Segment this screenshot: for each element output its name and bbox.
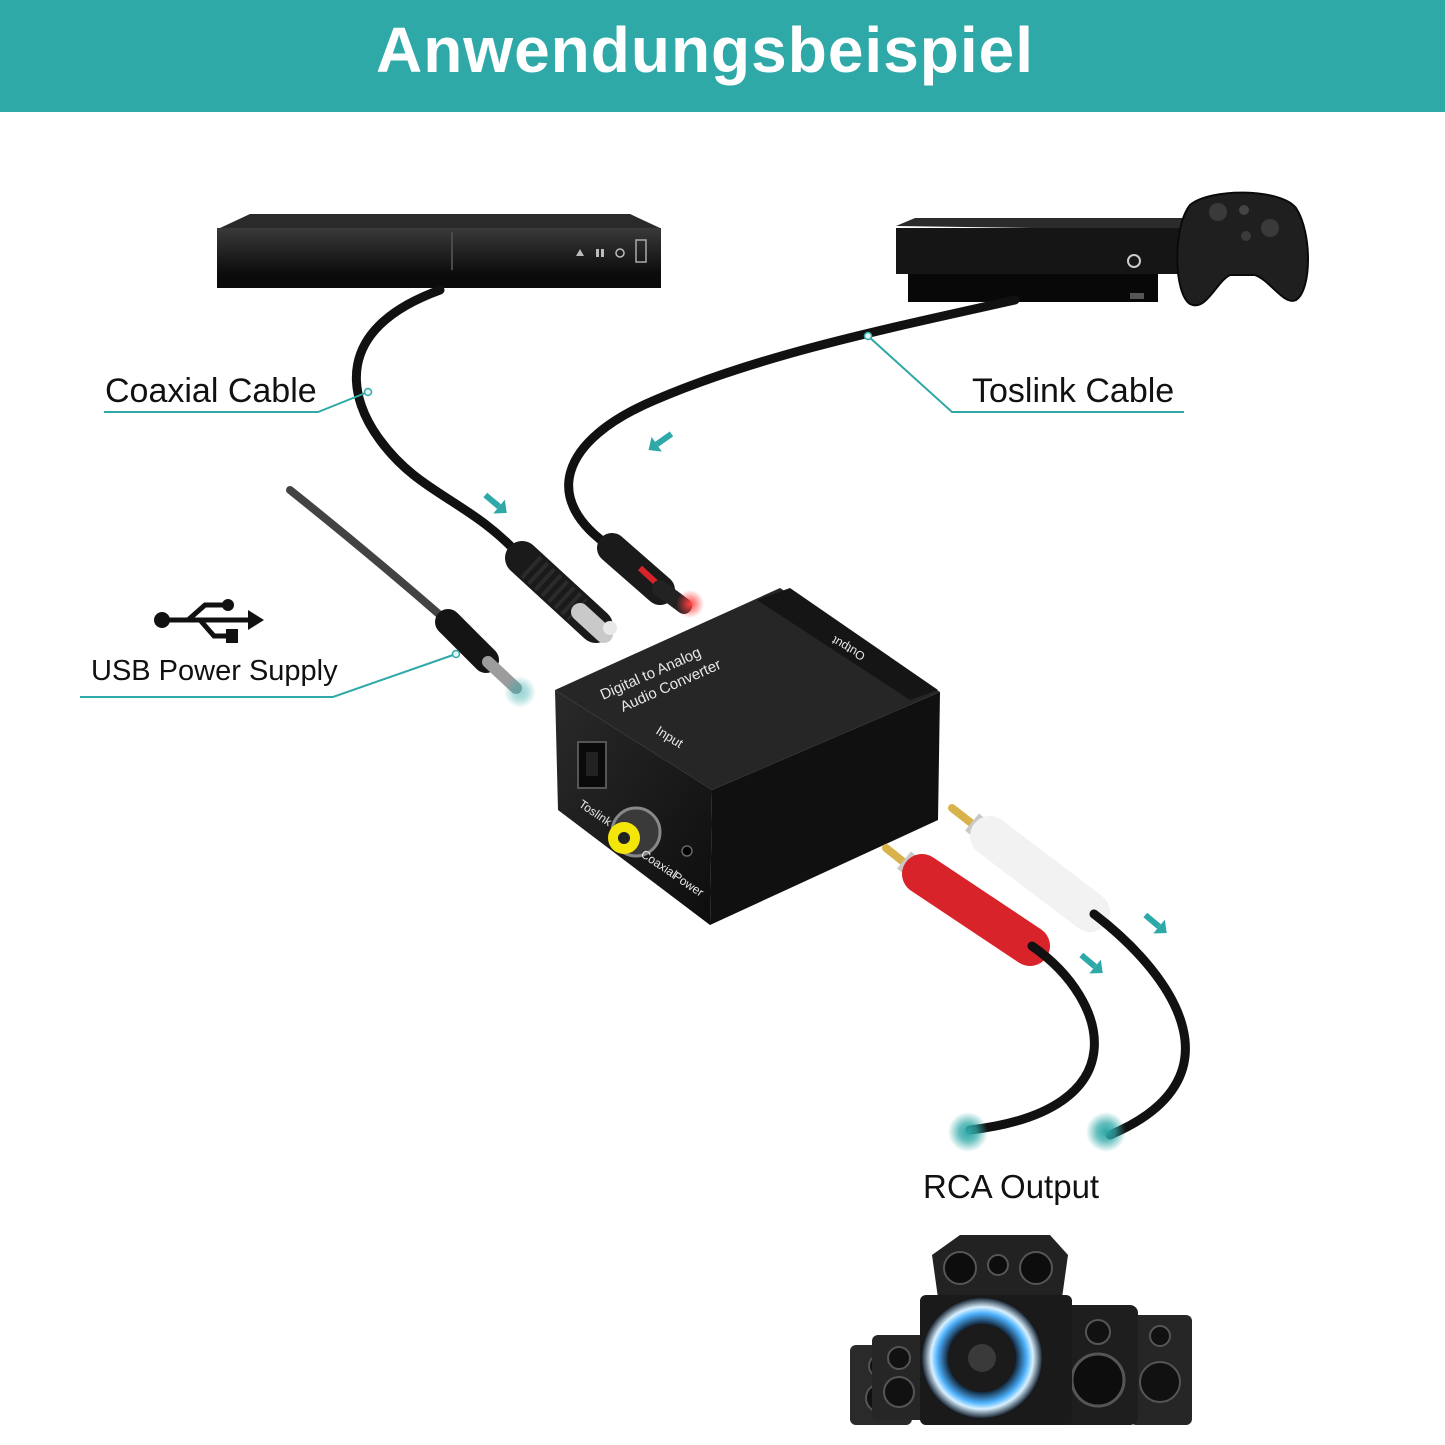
usb-power-supply-label: USB Power Supply xyxy=(91,655,338,688)
power-port xyxy=(682,846,692,856)
rca-left-end-glow xyxy=(948,1112,988,1152)
toslink-cable xyxy=(569,300,1015,618)
leader-dot-toslink xyxy=(865,333,872,340)
flow-arrow-icon xyxy=(1139,908,1172,940)
rca-right-end-glow xyxy=(1086,1112,1126,1152)
flow-arrow-icon xyxy=(479,488,512,520)
dvd-player xyxy=(217,214,661,288)
game-controller xyxy=(1177,193,1308,306)
toslink-cable-label: Toslink Cable xyxy=(972,372,1174,411)
leader-dot-usb xyxy=(453,651,460,658)
speaker-system xyxy=(850,1235,1192,1425)
usb-icon xyxy=(154,599,264,643)
rca-white-plug xyxy=(952,808,1185,1135)
converter-device: Digital to Analog Audio Converter Input … xyxy=(555,588,940,925)
leader-dot-coaxial xyxy=(365,389,372,396)
rca-output-label: RCA Output xyxy=(923,1168,1099,1206)
flow-arrow-icon xyxy=(1075,948,1108,980)
coaxial-cable-label: Coaxial Cable xyxy=(105,372,317,411)
flow-arrow-icon xyxy=(643,427,676,458)
